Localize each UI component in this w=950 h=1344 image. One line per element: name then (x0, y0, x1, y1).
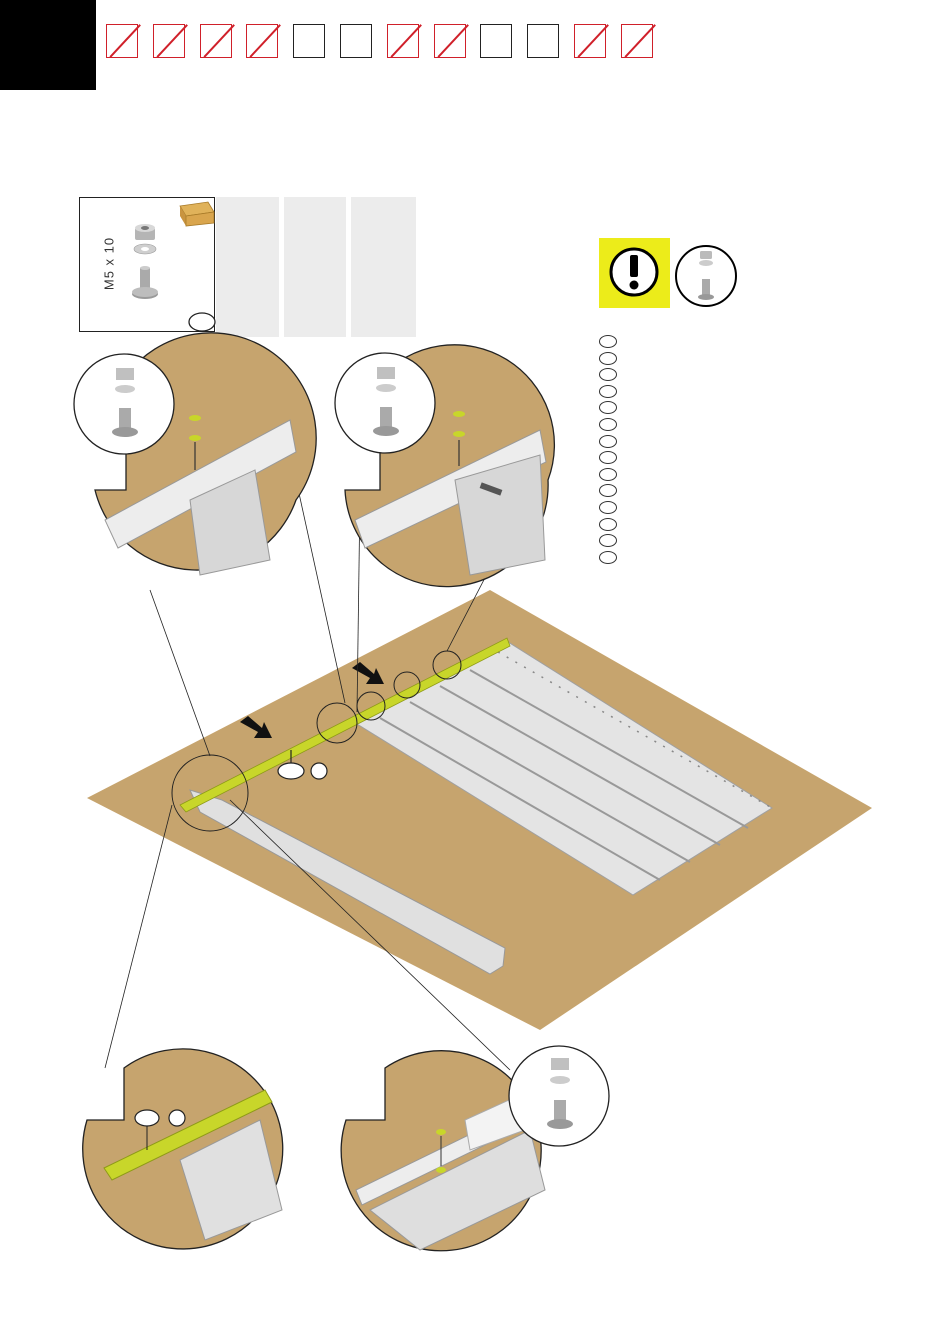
detail-view-2 (335, 345, 554, 587)
detail-view-3 (83, 1049, 283, 1249)
detail-view-1 (74, 333, 316, 575)
detail-view-4 (341, 1046, 609, 1251)
